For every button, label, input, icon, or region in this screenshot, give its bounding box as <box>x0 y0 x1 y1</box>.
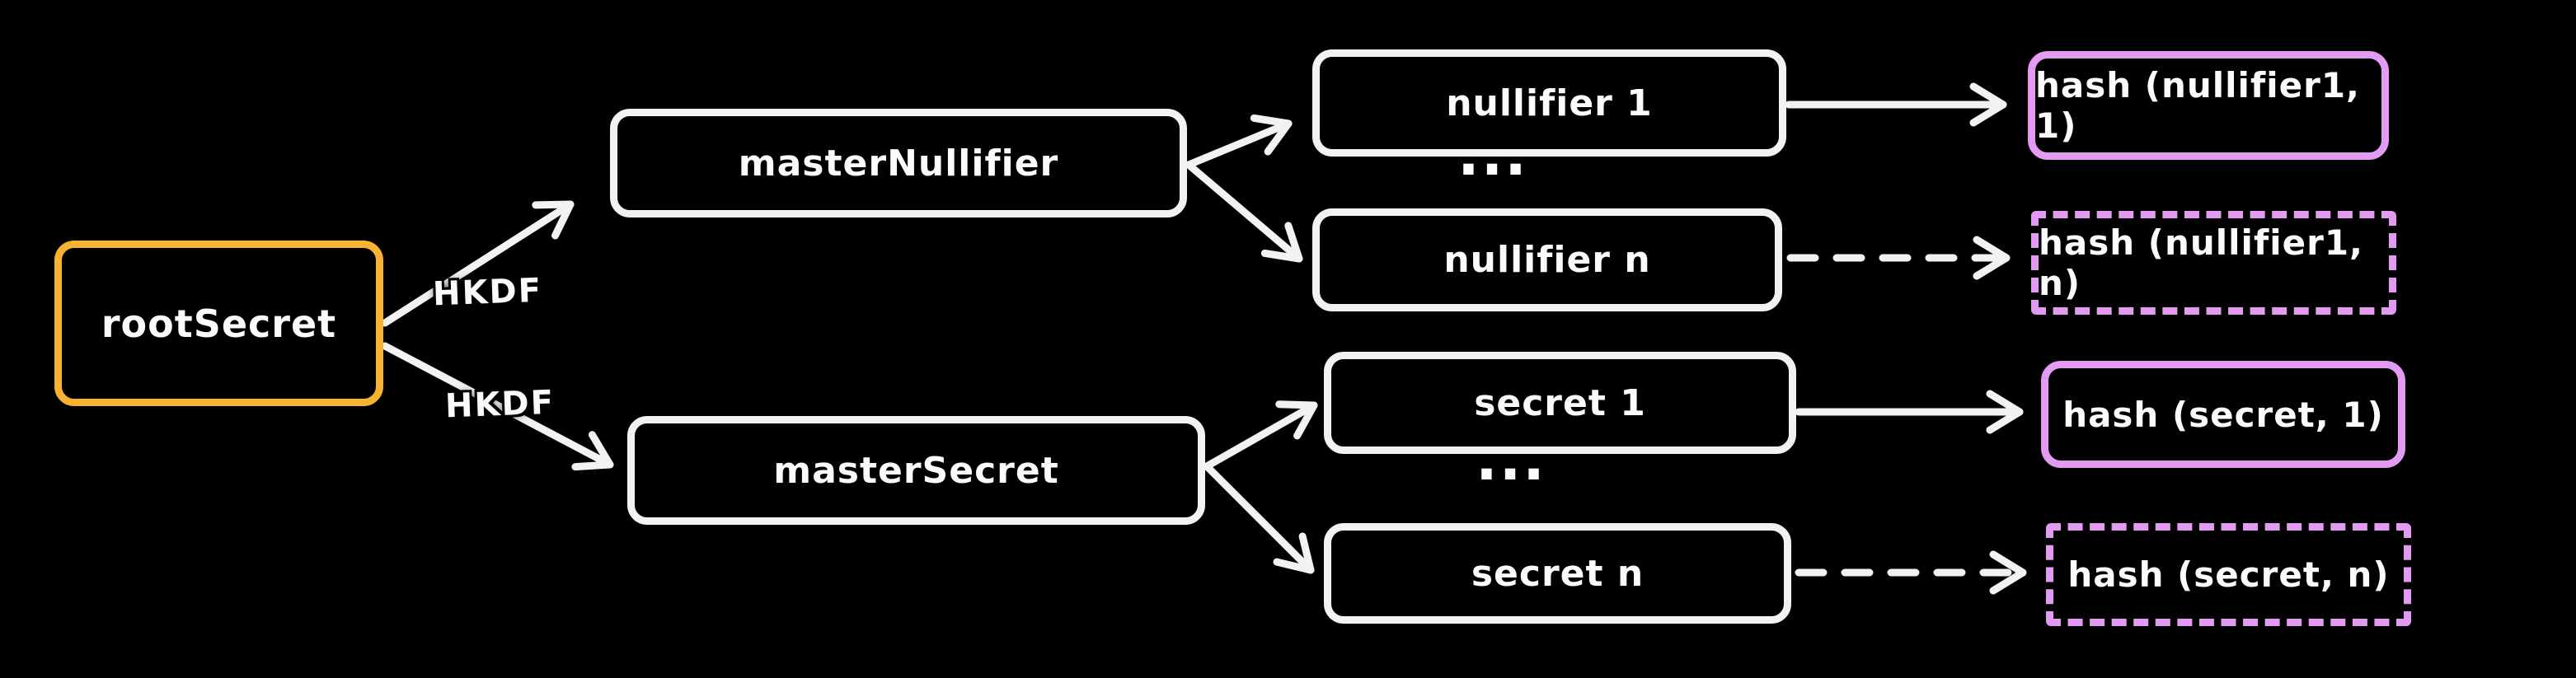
node-secret-n-label: secret n <box>1471 552 1645 595</box>
node-nullifier-n: nullifier n <box>1312 208 1782 311</box>
node-hash-nullifier1-n-label: hash (nullifier1, n) <box>2039 222 2363 303</box>
edge-rootsecret-masternullifier <box>381 200 575 327</box>
edge-label-hkdf-bottom: HKDF <box>444 383 556 426</box>
node-secret-n: secret n <box>1324 523 1791 624</box>
node-secret-1-label: secret 1 <box>1474 381 1646 424</box>
node-rootsecret-label: rootSecret <box>101 301 337 346</box>
node-hash-nullifier1-1-label: hash (nullifier1, 1) <box>2035 65 2360 146</box>
node-hash-secret-1-label: hash (secret, 1) <box>2062 394 2384 435</box>
node-masternullifier-label: masterNullifier <box>738 142 1059 185</box>
ellipsis-secrets: ... <box>1476 426 1546 493</box>
node-mastersecret: masterSecret <box>627 416 1205 525</box>
edge-masternullifier-nullifiern <box>1185 161 1303 263</box>
node-mastersecret-label: masterSecret <box>773 449 1059 492</box>
edge-label-hkdf-top: HKDF <box>432 271 543 314</box>
edge-rootsecret-mastersecret <box>381 342 614 471</box>
node-nullifier-n-label: nullifier n <box>1443 239 1651 281</box>
node-hash-nullifier1-n: hash (nullifier1, n) <box>2031 211 2396 315</box>
node-masternullifier: masterNullifier <box>610 109 1187 217</box>
node-hash-nullifier1-1: hash (nullifier1, 1) <box>2028 51 2389 160</box>
node-rootsecret: rootSecret <box>54 241 383 406</box>
edge-mastersecret-secret1 <box>1203 400 1318 470</box>
node-nullifier-1-label: nullifier 1 <box>1446 82 1653 124</box>
ellipsis-nullifiers: ... <box>1457 121 1528 189</box>
node-secret-1: secret 1 <box>1324 352 1796 454</box>
node-hash-secret-n: hash (secret, n) <box>2046 523 2411 626</box>
edge-masternullifier-nullifier1 <box>1185 114 1293 169</box>
node-hash-secret-1: hash (secret, 1) <box>2041 361 2405 468</box>
node-hash-secret-n-label: hash (secret, n) <box>2067 554 2390 595</box>
edge-mastersecret-secretn <box>1203 462 1315 574</box>
node-nullifier-1: nullifier 1 <box>1312 49 1786 157</box>
